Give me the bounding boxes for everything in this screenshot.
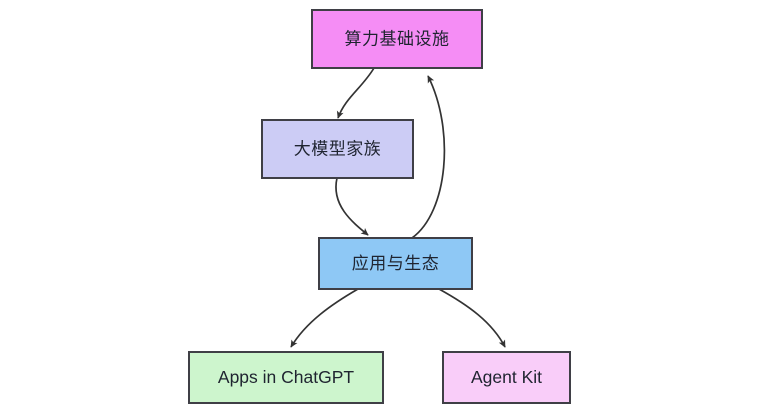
edge-layer <box>290 67 506 348</box>
node-apps-eco-box[interactable] <box>318 237 473 290</box>
node-apps-eco[interactable]: 应用与生态 <box>318 237 473 290</box>
edge-appseco-to-compute <box>411 75 446 239</box>
node-apps-in-chatgpt-label: Apps in ChatGPT <box>218 367 354 387</box>
node-apps-in-chatgpt-box[interactable] <box>188 351 384 404</box>
node-compute-label: 算力基础设施 <box>345 29 450 48</box>
node-models-label: 大模型家族 <box>294 139 382 158</box>
edge-appseco-to-apps-in-chatgpt <box>290 288 359 348</box>
edge-appseco-to-agent-kit <box>438 288 506 348</box>
node-compute-box[interactable] <box>311 9 483 69</box>
node-agent-kit-box[interactable] <box>442 351 571 404</box>
node-agent-kit-label: Agent Kit <box>471 367 542 387</box>
node-layer: 算力基础设施 大模型家族 应用与生态 Apps in ChatGPT Agent… <box>188 9 571 404</box>
node-apps-eco-label: 应用与生态 <box>352 254 440 273</box>
node-compute[interactable]: 算力基础设施 <box>311 9 483 69</box>
node-agent-kit[interactable]: Agent Kit <box>442 351 571 404</box>
node-apps-in-chatgpt[interactable]: Apps in ChatGPT <box>188 351 384 404</box>
node-models[interactable]: 大模型家族 <box>261 119 414 179</box>
edge-compute-to-models <box>336 67 375 119</box>
edge-models-to-appseco <box>335 177 369 236</box>
node-models-box[interactable] <box>261 119 414 179</box>
